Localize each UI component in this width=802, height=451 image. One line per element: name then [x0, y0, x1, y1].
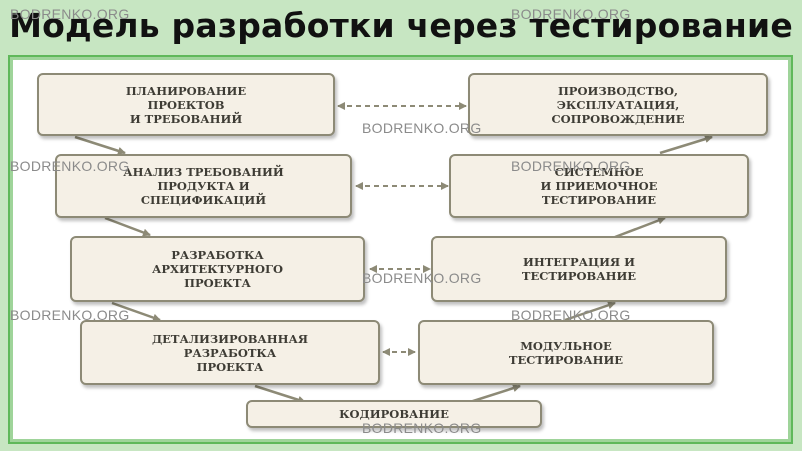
box-unit-testing: МОДУЛЬНОЕ ТЕСТИРОВАНИЕ	[418, 320, 714, 385]
watermark-right-upper: BODRENKO.ORG	[511, 158, 631, 174]
box-production: ПРОИЗВОДСТВО, ЭКСПЛУАТАЦИЯ, СОПРОВОЖДЕНИ…	[468, 73, 768, 136]
arrow-system-to-production	[659, 135, 713, 155]
box-detailed-design: ДЕТАЛИЗИРОВАННАЯ РАЗРАБОТКА ПРОЕКТА	[80, 320, 380, 385]
arrow-unit-to-integration	[564, 301, 616, 322]
watermark-center-upper: BODRENKO.ORG	[362, 120, 482, 136]
arrow-integration-to-system	[614, 216, 666, 239]
box-planning: ПЛАНИРОВАНИЕ ПРОЕКТОВ И ТРЕБОВАНИЙ	[37, 73, 335, 136]
arrow-analysis-to-architecture	[104, 216, 151, 237]
box-integration-testing: ИНТЕГРАЦИЯ И ТЕСТИРОВАНИЕ	[431, 236, 727, 302]
arrow-detailed-to-coding	[254, 384, 306, 404]
arrow-architecture-to-detailed	[111, 301, 161, 322]
watermark-left-lower: BODRENKO.ORG	[10, 307, 130, 323]
arrow-coding-to-unit	[469, 384, 521, 404]
box-coding: КОДИРОВАНИЕ	[246, 400, 542, 428]
box-architecture-design: РАЗРАБОТКА АРХИТЕКТУРНОГО ПРОЕКТА	[70, 236, 365, 302]
box-requirements-analysis: АНАЛИЗ ТРЕБОВАНИЙ ПРОДУКТА И СПЕЦИФИКАЦИ…	[55, 154, 352, 218]
watermark-center-middle: BODRENKO.ORG	[362, 270, 482, 286]
watermark-bottom: BODRENKO.ORG	[362, 420, 482, 436]
page-title: Модель разработки через тестирование	[9, 6, 793, 45]
watermark-left-upper: BODRENKO.ORG	[10, 158, 130, 174]
arrow-planning-to-analysis	[74, 135, 126, 155]
box-system-testing: СИСТЕМНОЕ И ПРИЕМОЧНОЕ ТЕСТИРОВАНИЕ	[449, 154, 749, 218]
watermark-top-right: BODRENKO.ORG	[511, 6, 631, 22]
watermark-right-lower: BODRENKO.ORG	[511, 307, 631, 323]
watermark-top-left: BODRENKO.ORG	[10, 6, 130, 22]
